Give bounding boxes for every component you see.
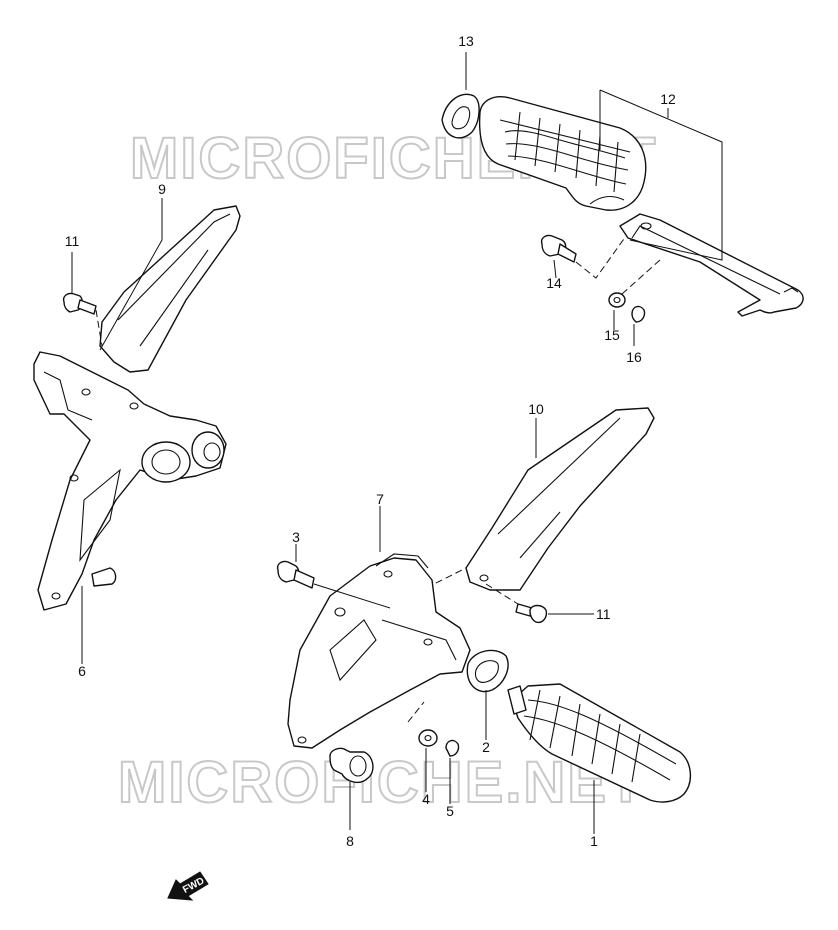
callout-11-left: 11 bbox=[65, 233, 80, 249]
part-12-footrest-bar bbox=[619, 213, 804, 317]
callout-10: 10 bbox=[528, 401, 544, 417]
part-7-footrest-bracket bbox=[287, 553, 471, 749]
part-11-bolt-left bbox=[62, 292, 97, 315]
fwd-arrow-icon: FWD bbox=[167, 871, 209, 901]
part-10-heel-plate bbox=[465, 407, 655, 591]
part-2-rubber-damper bbox=[466, 649, 509, 693]
callout-1: 1 bbox=[590, 833, 598, 849]
part-5-clip bbox=[445, 739, 460, 757]
callout-11-right: 11 bbox=[596, 606, 611, 622]
callout-6: 6 bbox=[78, 663, 86, 679]
callout-7: 7 bbox=[376, 491, 384, 507]
part-14-bolt bbox=[540, 234, 577, 263]
part-8-screw bbox=[329, 747, 374, 784]
part-11-bolt-right bbox=[515, 603, 548, 624]
part-3-bolt bbox=[276, 560, 315, 589]
callout-9: 9 bbox=[158, 181, 166, 197]
part-15-washer bbox=[608, 292, 626, 308]
callout-15: 15 bbox=[604, 327, 620, 343]
callout-8: 8 bbox=[346, 833, 354, 849]
part-16-clip bbox=[631, 305, 646, 323]
part-1-footrest-rubber bbox=[507, 683, 691, 803]
callout-4: 4 bbox=[422, 791, 430, 807]
part-4-washer bbox=[418, 729, 438, 747]
callout-12: 12 bbox=[660, 91, 676, 107]
callout-13: 13 bbox=[458, 33, 474, 49]
part-9-heel-guard bbox=[99, 205, 241, 373]
callout-3: 3 bbox=[292, 529, 300, 545]
watermark-bottom: MICROFICHE.NET bbox=[118, 750, 645, 815]
callout-16: 16 bbox=[626, 349, 642, 365]
callout-5: 5 bbox=[446, 803, 454, 819]
part-6-main-bracket bbox=[33, 351, 227, 611]
callout-14: 14 bbox=[546, 275, 562, 291]
callout-2: 2 bbox=[482, 739, 490, 755]
part-12-footrest-rubber bbox=[478, 96, 647, 211]
part-13-rubber-damper bbox=[441, 93, 480, 139]
